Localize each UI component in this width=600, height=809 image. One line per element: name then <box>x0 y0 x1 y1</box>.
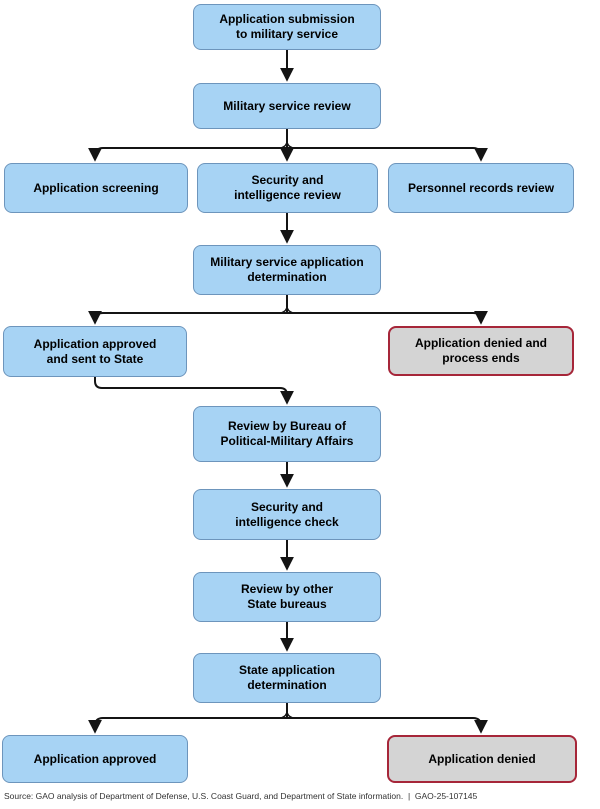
node-final-application-approved: Application approved <box>2 735 188 783</box>
node-security-intelligence-review: Security and intelligence review <box>197 163 378 213</box>
node-application-denied-process-ends: Application denied and process ends <box>388 326 574 376</box>
node-final-application-denied: Application denied <box>387 735 577 783</box>
node-application-screening: Application screening <box>4 163 188 213</box>
node-security-intelligence-check: Security and intelligence check <box>193 489 381 540</box>
node-personnel-records-review: Personnel records review <box>388 163 574 213</box>
node-state-application-determination: State application determination <box>193 653 381 703</box>
node-application-submission: Application submission to military servi… <box>193 4 381 50</box>
node-military-service-application-determination: Military service application determinati… <box>193 245 381 295</box>
source-note: Source: GAO analysis of Department of De… <box>4 791 478 801</box>
node-review-bureau-political-military-affairs: Review by Bureau of Political-Military A… <box>193 406 381 462</box>
node-military-service-review: Military service review <box>193 83 381 129</box>
node-application-approved-sent-to-state: Application approved and sent to State <box>3 326 187 377</box>
node-review-other-state-bureaus: Review by other State bureaus <box>193 572 381 622</box>
